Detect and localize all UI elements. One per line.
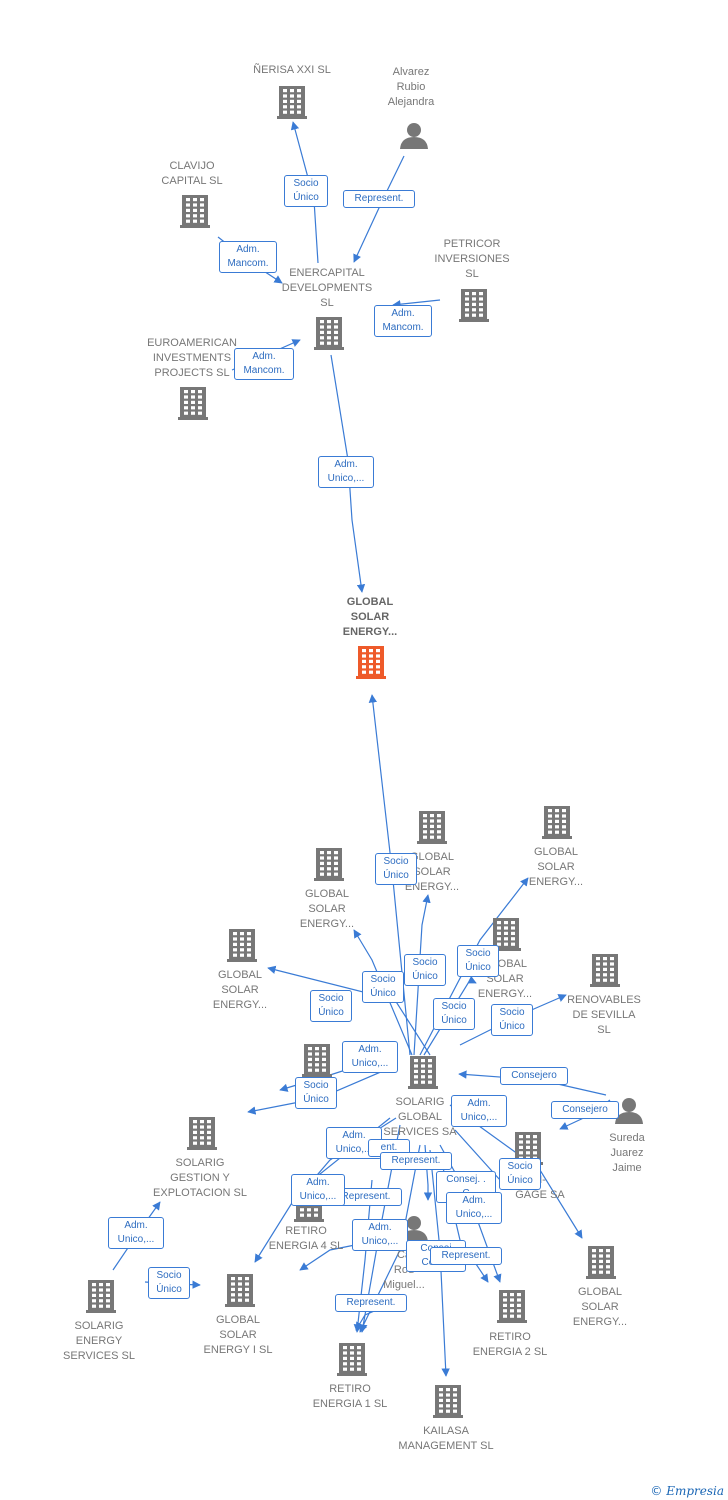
person-icon[interactable] (615, 1098, 643, 1124)
building-icon[interactable] (433, 1385, 463, 1418)
focus-building-icon[interactable] (356, 646, 386, 679)
edge-label[interactable]: Socio Único (491, 1004, 533, 1036)
node-label-retiro2[interactable]: RETIRO ENERGIA 2 SL (472, 1331, 548, 1358)
edge-label[interactable]: Adm. Mancom. (374, 305, 432, 337)
edge-label[interactable]: Represent. (335, 1294, 407, 1312)
edge-label[interactable]: Adm. Unico,... (342, 1041, 398, 1073)
node-label-retiro1[interactable]: RETIRO ENERGIA 1 SL (312, 1383, 388, 1410)
building-icon[interactable] (337, 1343, 367, 1376)
edge-label[interactable]: Socio Único (433, 998, 475, 1030)
building-icon[interactable] (314, 317, 344, 350)
node-label-sureda[interactable]: Sureda Juarez Jaime (609, 1132, 645, 1174)
edge-label[interactable]: Represent. (380, 1152, 452, 1170)
edge-label[interactable]: Represent. (343, 190, 415, 208)
edge-line (353, 155, 405, 263)
building-icon[interactable] (314, 848, 344, 881)
building-icon[interactable] (497, 1290, 527, 1323)
node-label-gse_one[interactable]: GLOBAL SOLAR ENERGY I SL (203, 1314, 273, 1356)
edge-label[interactable]: Represent. (430, 1247, 502, 1265)
building-icon[interactable] (586, 1246, 616, 1279)
building-icon[interactable] (277, 86, 307, 119)
edge-label[interactable]: Socio Único (284, 175, 328, 207)
edge-label[interactable]: Adm. Unico,... (318, 456, 374, 488)
person-icon[interactable] (400, 123, 428, 149)
node-label-renovables[interactable]: RENOVABLES DE SEVILLA SL (567, 994, 641, 1036)
node-label-focus[interactable]: GLOBAL SOLAR ENERGY... (342, 596, 398, 638)
building-icon[interactable] (86, 1280, 116, 1313)
node-label-solarig_energy[interactable]: SOLARIG ENERGY SERVICES SL (63, 1320, 135, 1362)
edge-label[interactable]: Socio Único (457, 945, 499, 977)
edge-line (392, 299, 441, 309)
node-label-retiro4[interactable]: RETIRO ENERGIA 4 SL (268, 1225, 344, 1252)
node-label-kailasa[interactable]: KAILASA MANAGEMENT SL (398, 1425, 494, 1452)
edge-label[interactable]: Socio Único (375, 853, 417, 885)
brand-logo[interactable]: Empresia (666, 1484, 724, 1498)
edge-label[interactable]: Adm. Unico,... (446, 1192, 502, 1224)
node-label-alvarez[interactable]: Alvarez Rubio Alejandra (387, 66, 435, 108)
edge-label[interactable]: Socio Único (295, 1077, 337, 1109)
node-label-gse_f[interactable]: GLOBAL SOLAR ENERGY... (572, 1286, 628, 1328)
copyright-icon: © (650, 1484, 663, 1498)
node-label-gse_a[interactable]: GLOBAL SOLAR ENERGY... (404, 851, 460, 893)
edge-line (423, 975, 477, 1056)
node-label-clavijo[interactable]: CLAVIJO CAPITAL SL (161, 160, 223, 187)
building-icon[interactable] (459, 289, 489, 322)
edge-label[interactable]: Adm. Unico,... (352, 1219, 408, 1251)
edge-line (330, 354, 366, 593)
building-icon[interactable] (408, 1056, 438, 1089)
building-icon[interactable] (187, 1117, 217, 1150)
edge-label[interactable]: Consejero (500, 1067, 568, 1085)
node-label-solarig_global[interactable]: SOLARIG GLOBAL SERVICES SA (383, 1096, 457, 1138)
edge-label[interactable]: Socio Único (499, 1158, 541, 1190)
edge-label[interactable]: Socio Único (148, 1267, 190, 1299)
building-icon[interactable] (227, 929, 257, 962)
node-label-petricor[interactable]: PETRICOR INVERSIONES SL (434, 238, 510, 280)
node-label-gse_c[interactable]: GLOBAL SOLAR ENERGY... (299, 888, 355, 930)
node-label-euroamerican[interactable]: EUROAMERICAN INVESTMENTS PROJECTS SL (147, 337, 237, 379)
building-icon[interactable] (180, 195, 210, 228)
edge-line (353, 929, 413, 1056)
node-label-enercapital[interactable]: ENERCAPITAL DEVELOPMENTS SL (281, 267, 373, 309)
node-label-solarig_gestion[interactable]: SOLARIG GESTION Y EXPLOTACION SL (153, 1157, 247, 1199)
edge-label[interactable]: Adm. Mancom. (234, 348, 294, 380)
edge-label[interactable]: Socio Único (404, 954, 446, 986)
edge-label[interactable]: Adm. Unico,... (291, 1174, 345, 1206)
building-icon[interactable] (178, 387, 208, 420)
edge-line (413, 894, 431, 1056)
edge-label[interactable]: Socio Único (310, 990, 352, 1022)
edge-label[interactable]: Adm. Mancom. (219, 241, 277, 273)
node-label-gse_e[interactable]: GLOBAL SOLAR ENERGY... (212, 969, 268, 1011)
edge-label[interactable]: Consejero (551, 1101, 619, 1119)
edge-label[interactable]: Adm. Unico,... (108, 1217, 164, 1249)
building-icon[interactable] (225, 1274, 255, 1307)
building-icon[interactable] (590, 954, 620, 987)
building-icon[interactable] (417, 811, 447, 844)
building-icon[interactable] (302, 1044, 332, 1077)
edge-label[interactable]: Socio Único (362, 971, 404, 1003)
building-icon[interactable] (542, 806, 572, 839)
node-label-nerisa[interactable]: ÑERISA XXI SL (253, 64, 331, 76)
edge-label[interactable]: Represent. (330, 1188, 402, 1206)
node-label-gse_b[interactable]: GLOBAL SOLAR ENERGY... (528, 846, 584, 888)
edge-label[interactable]: Adm. Unico,... (451, 1095, 507, 1127)
building-icon[interactable] (491, 918, 521, 951)
footer: © Empresia (650, 1484, 724, 1498)
